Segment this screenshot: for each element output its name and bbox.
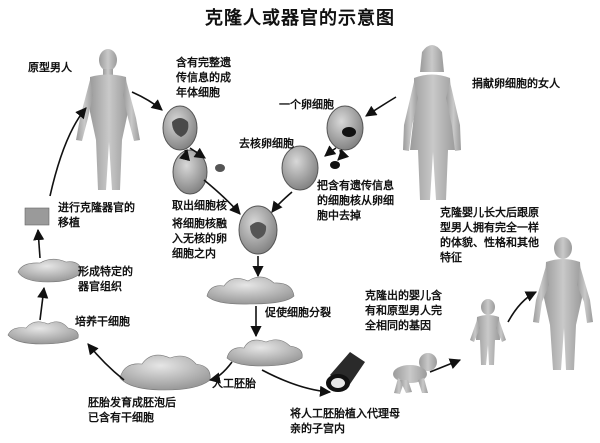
blastocyst bbox=[119, 354, 211, 391]
label-remove-nucleus: 取出细胞核 bbox=[172, 199, 227, 212]
transplant-organ-block bbox=[24, 207, 50, 226]
surrogate-uterus bbox=[326, 352, 365, 392]
label-fuse-nucleus: 将细胞核融入无核的卵细胞之内 bbox=[172, 217, 227, 260]
toddler-figure bbox=[470, 299, 506, 365]
diagram-title: 克隆人或器官的示意图 bbox=[205, 8, 395, 29]
process-arrows bbox=[33, 91, 538, 397]
label-prototype-man: 原型男人 bbox=[28, 61, 72, 74]
fused-egg-cell bbox=[238, 205, 278, 255]
organ-tissue bbox=[17, 258, 83, 283]
label-complete-genetic-info: 含有完整遗传信息的成年体细胞 bbox=[176, 56, 231, 99]
label-form-tissue: 形成特定的器官组织 bbox=[78, 265, 133, 293]
label-blastocyst: 胚胎发育成胚泡后已含有干细胞 bbox=[88, 396, 176, 424]
removed-nucleus bbox=[330, 161, 340, 169]
prototype-man-figure bbox=[76, 49, 140, 190]
crawling-baby-figure bbox=[393, 353, 437, 394]
label-artificial-embryo: 人工胚胎 bbox=[212, 377, 256, 390]
label-implant: 将人工胚胎植入代理母亲的子宫内 bbox=[290, 407, 400, 435]
label-organ-transplant: 进行克隆器官的移植 bbox=[58, 201, 135, 229]
grown-clone-figure bbox=[533, 237, 593, 370]
artificial-embryo bbox=[226, 339, 303, 367]
dividing-cell-cluster bbox=[206, 276, 295, 305]
label-enucleated-egg: 去核卵细胞 bbox=[239, 137, 294, 150]
egg-cell bbox=[326, 105, 364, 151]
label-baby-same-genes: 克隆出的婴儿含有和原型男人完全相同的基因 bbox=[365, 289, 442, 332]
label-egg-cell: 一个卵细胞 bbox=[279, 98, 334, 111]
label-promote-division: 促使细胞分裂 bbox=[265, 306, 331, 319]
adult-body-cell bbox=[162, 105, 198, 151]
stem-cell-culture bbox=[7, 321, 79, 345]
label-remove-genetic-nucleus: 把含有遗传信息的细胞核从卵细胞中去掉 bbox=[317, 179, 394, 222]
label-culture-stem-cells: 培养干细胞 bbox=[75, 315, 130, 328]
label-egg-donor: 捐献卵细胞的女人 bbox=[472, 77, 560, 90]
label-grown-up: 克隆婴儿长大后跟原型男人拥有完全一样的体貌、性格和其他特征 bbox=[440, 206, 539, 264]
enucleated-egg-cell bbox=[281, 145, 319, 191]
egg-donor-woman-figure bbox=[403, 45, 461, 200]
extracted-somatic-nucleus bbox=[215, 164, 225, 172]
